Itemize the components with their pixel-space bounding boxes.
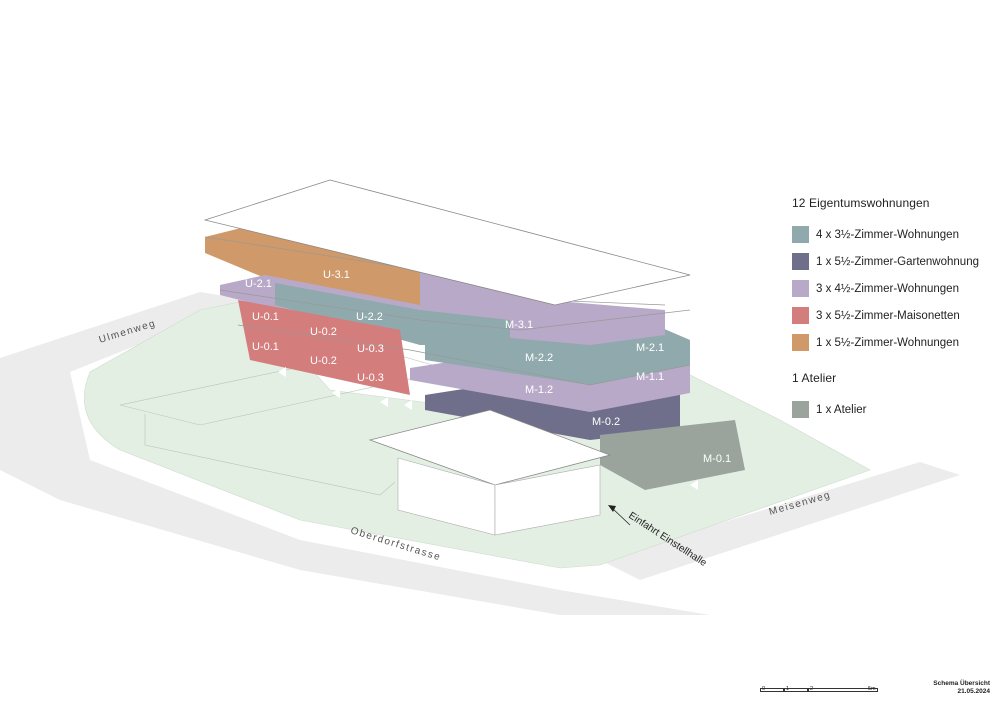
legend-item-label: 4 x 3½-Zimmer-Wohnungen: [816, 228, 959, 241]
building-roof: [203, 179, 691, 306]
road-oberdorfstrasse: [0, 372, 710, 615]
entrance-marker: [380, 397, 388, 407]
legend-swatch: [792, 280, 809, 297]
unit-label-u02a: U-0.2: [310, 326, 337, 338]
unit-label-m31: M-3.1: [505, 319, 533, 331]
legend-item: 1 x 5½-Zimmer-Gartenwohnung: [792, 253, 997, 270]
slab-lines: [219, 289, 691, 331]
legend-swatch: [792, 307, 809, 324]
legend-item-label: 1 x 5½-Zimmer-Wohnungen: [816, 336, 959, 349]
legend-item-label: 3 x 5½-Zimmer-Maisonetten: [816, 309, 960, 322]
legend-swatch: [792, 334, 809, 351]
unit-label-u01b: U-0.1: [252, 341, 279, 353]
site-plinth-front: [144, 414, 396, 496]
scale-segment: [784, 688, 808, 692]
building-u-maisonettes: [238, 300, 410, 395]
unit-label-m01: M-0.1: [703, 453, 731, 465]
legend-items: 4 x 3½-Zimmer-Wohnungen 1 x 5½-Zimmer-Gar…: [792, 226, 997, 351]
legend-item: 4 x 3½-Zimmer-Wohnungen: [792, 226, 997, 243]
unit-label-u21: U-2.1: [245, 278, 272, 290]
unit-label-m12: M-1.2: [525, 384, 553, 396]
unit-label-m22: M-2.2: [525, 352, 553, 364]
drawing-title: Schema Übersicht: [933, 680, 990, 687]
entrance-marker: [404, 400, 412, 410]
garage-side: [494, 464, 601, 536]
scale-segment: [808, 688, 878, 692]
scale-label-5m: 5m: [868, 686, 876, 692]
slab-lines: [237, 324, 691, 386]
legend-swatch: [792, 226, 809, 243]
legend-heading-apartments: 12 Eigentumswohnungen: [792, 196, 930, 210]
unit-label-u31: U-3.1: [323, 269, 350, 281]
legend-item-label: 3 x 4½-Zimmer-Wohnungen: [816, 282, 959, 295]
drawing-date: 21.05.2024: [957, 688, 990, 695]
building-u22-band: [275, 283, 510, 345]
scale-label-1: 1: [786, 686, 790, 692]
building-atelier: [600, 420, 745, 490]
scale-label-0: 0: [762, 686, 766, 692]
legend-heading-atelier: 1 Atelier: [792, 371, 837, 385]
garage-roof: [368, 409, 612, 486]
unit-label-m21: M-2.1: [636, 342, 664, 354]
legend-item-atelier: 1 x Atelier: [792, 401, 997, 418]
unit-label-u01a: U-0.1: [252, 311, 279, 323]
unit-label-m11: M-1.1: [636, 371, 664, 383]
scale-bar: 0 1 2 5m: [760, 686, 878, 693]
legend-item: 1 x 5½-Zimmer-Wohnungen: [792, 334, 997, 351]
entrance-marker: [278, 367, 286, 377]
unit-label-u03: U-0.3: [357, 343, 384, 355]
road-meisenweg: [600, 462, 960, 580]
legend-swatch: [792, 253, 809, 270]
entrance-marker: [690, 480, 698, 490]
title-block: Schema Übersicht 21.05.2024: [933, 680, 990, 696]
unit-label-u02b: U-0.2: [310, 355, 337, 367]
entrance-marker: [332, 388, 340, 398]
annotation-arrowhead: [608, 505, 616, 512]
unit-label-u03b: U-0.3: [357, 372, 384, 384]
legend-swatch-atelier: [792, 401, 809, 418]
annotation-arrow: [611, 507, 631, 526]
scale-segment: [760, 688, 784, 692]
legend: 12 Eigentumswohnungen 4 x 3½-Zimmer-Wohn…: [792, 196, 997, 428]
scale-label-2: 2: [810, 686, 814, 692]
legend-item-label: 1 x Atelier: [816, 403, 867, 416]
legend-item: 3 x 5½-Zimmer-Maisonetten: [792, 307, 997, 324]
unit-label-u22: U-2.2: [356, 311, 383, 323]
legend-item-label: 1 x 5½-Zimmer-Gartenwohnung: [816, 255, 979, 268]
unit-label-m02: M-0.2: [592, 416, 620, 428]
legend-item: 3 x 4½-Zimmer-Wohnungen: [792, 280, 997, 297]
